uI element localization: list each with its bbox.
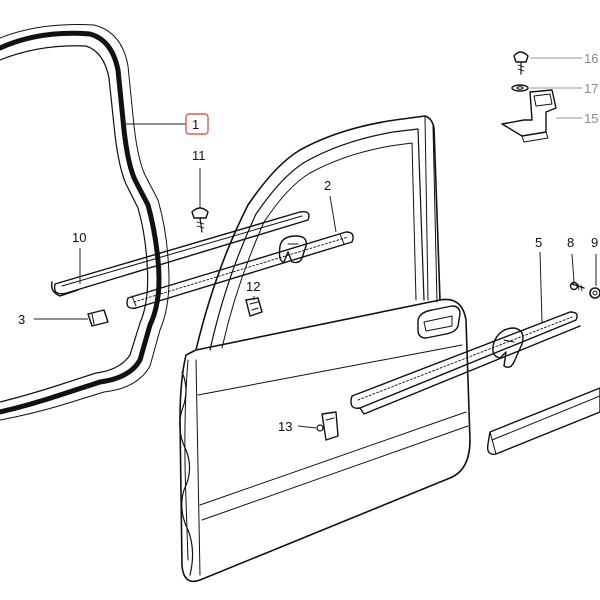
label-part-13: 13	[278, 419, 292, 434]
label-part-2: 2	[324, 178, 331, 193]
washer-part-9	[589, 287, 600, 299]
lower-moulding	[486, 387, 600, 455]
leader-2	[329, 195, 337, 233]
leader-8	[571, 253, 575, 283]
screw-part-11	[191, 207, 209, 233]
screw-part-8	[569, 281, 585, 292]
bracket-part-15	[501, 89, 557, 143]
leader-lines	[34, 57, 597, 429]
outer-belt-moulding-part-5	[350, 311, 581, 415]
highlight-box-part-1	[185, 113, 209, 135]
leader-5	[539, 251, 543, 323]
screw-part-16	[513, 51, 529, 75]
label-part-10: 10	[72, 230, 86, 245]
label-part-15: 15	[584, 111, 598, 126]
moulding-clip	[492, 327, 524, 369]
leader-13	[297, 425, 317, 429]
strip-clip	[278, 235, 307, 264]
stop-pad-part-3	[87, 309, 109, 327]
label-part-1: 1	[192, 117, 199, 132]
window-channel-part-10	[50, 210, 310, 297]
bracket-part-13	[316, 411, 339, 441]
label-part-17: 17	[584, 81, 598, 96]
part-labels: 1 2 3 5 8 9 10 11 12 13 15 16 17	[18, 51, 598, 434]
washer-part-17	[511, 84, 529, 92]
door-shell	[179, 115, 471, 583]
label-part-5: 5	[535, 235, 542, 250]
clip-part-12	[245, 297, 263, 317]
label-part-3: 3	[18, 312, 25, 327]
label-part-12: 12	[246, 279, 260, 294]
label-part-8: 8	[567, 235, 574, 250]
label-part-16: 16	[584, 51, 598, 66]
label-part-11: 11	[192, 148, 206, 163]
inner-belt-strip-part-2	[126, 231, 354, 309]
door-seal-part-1	[0, 24, 170, 421]
label-part-9: 9	[591, 235, 598, 250]
